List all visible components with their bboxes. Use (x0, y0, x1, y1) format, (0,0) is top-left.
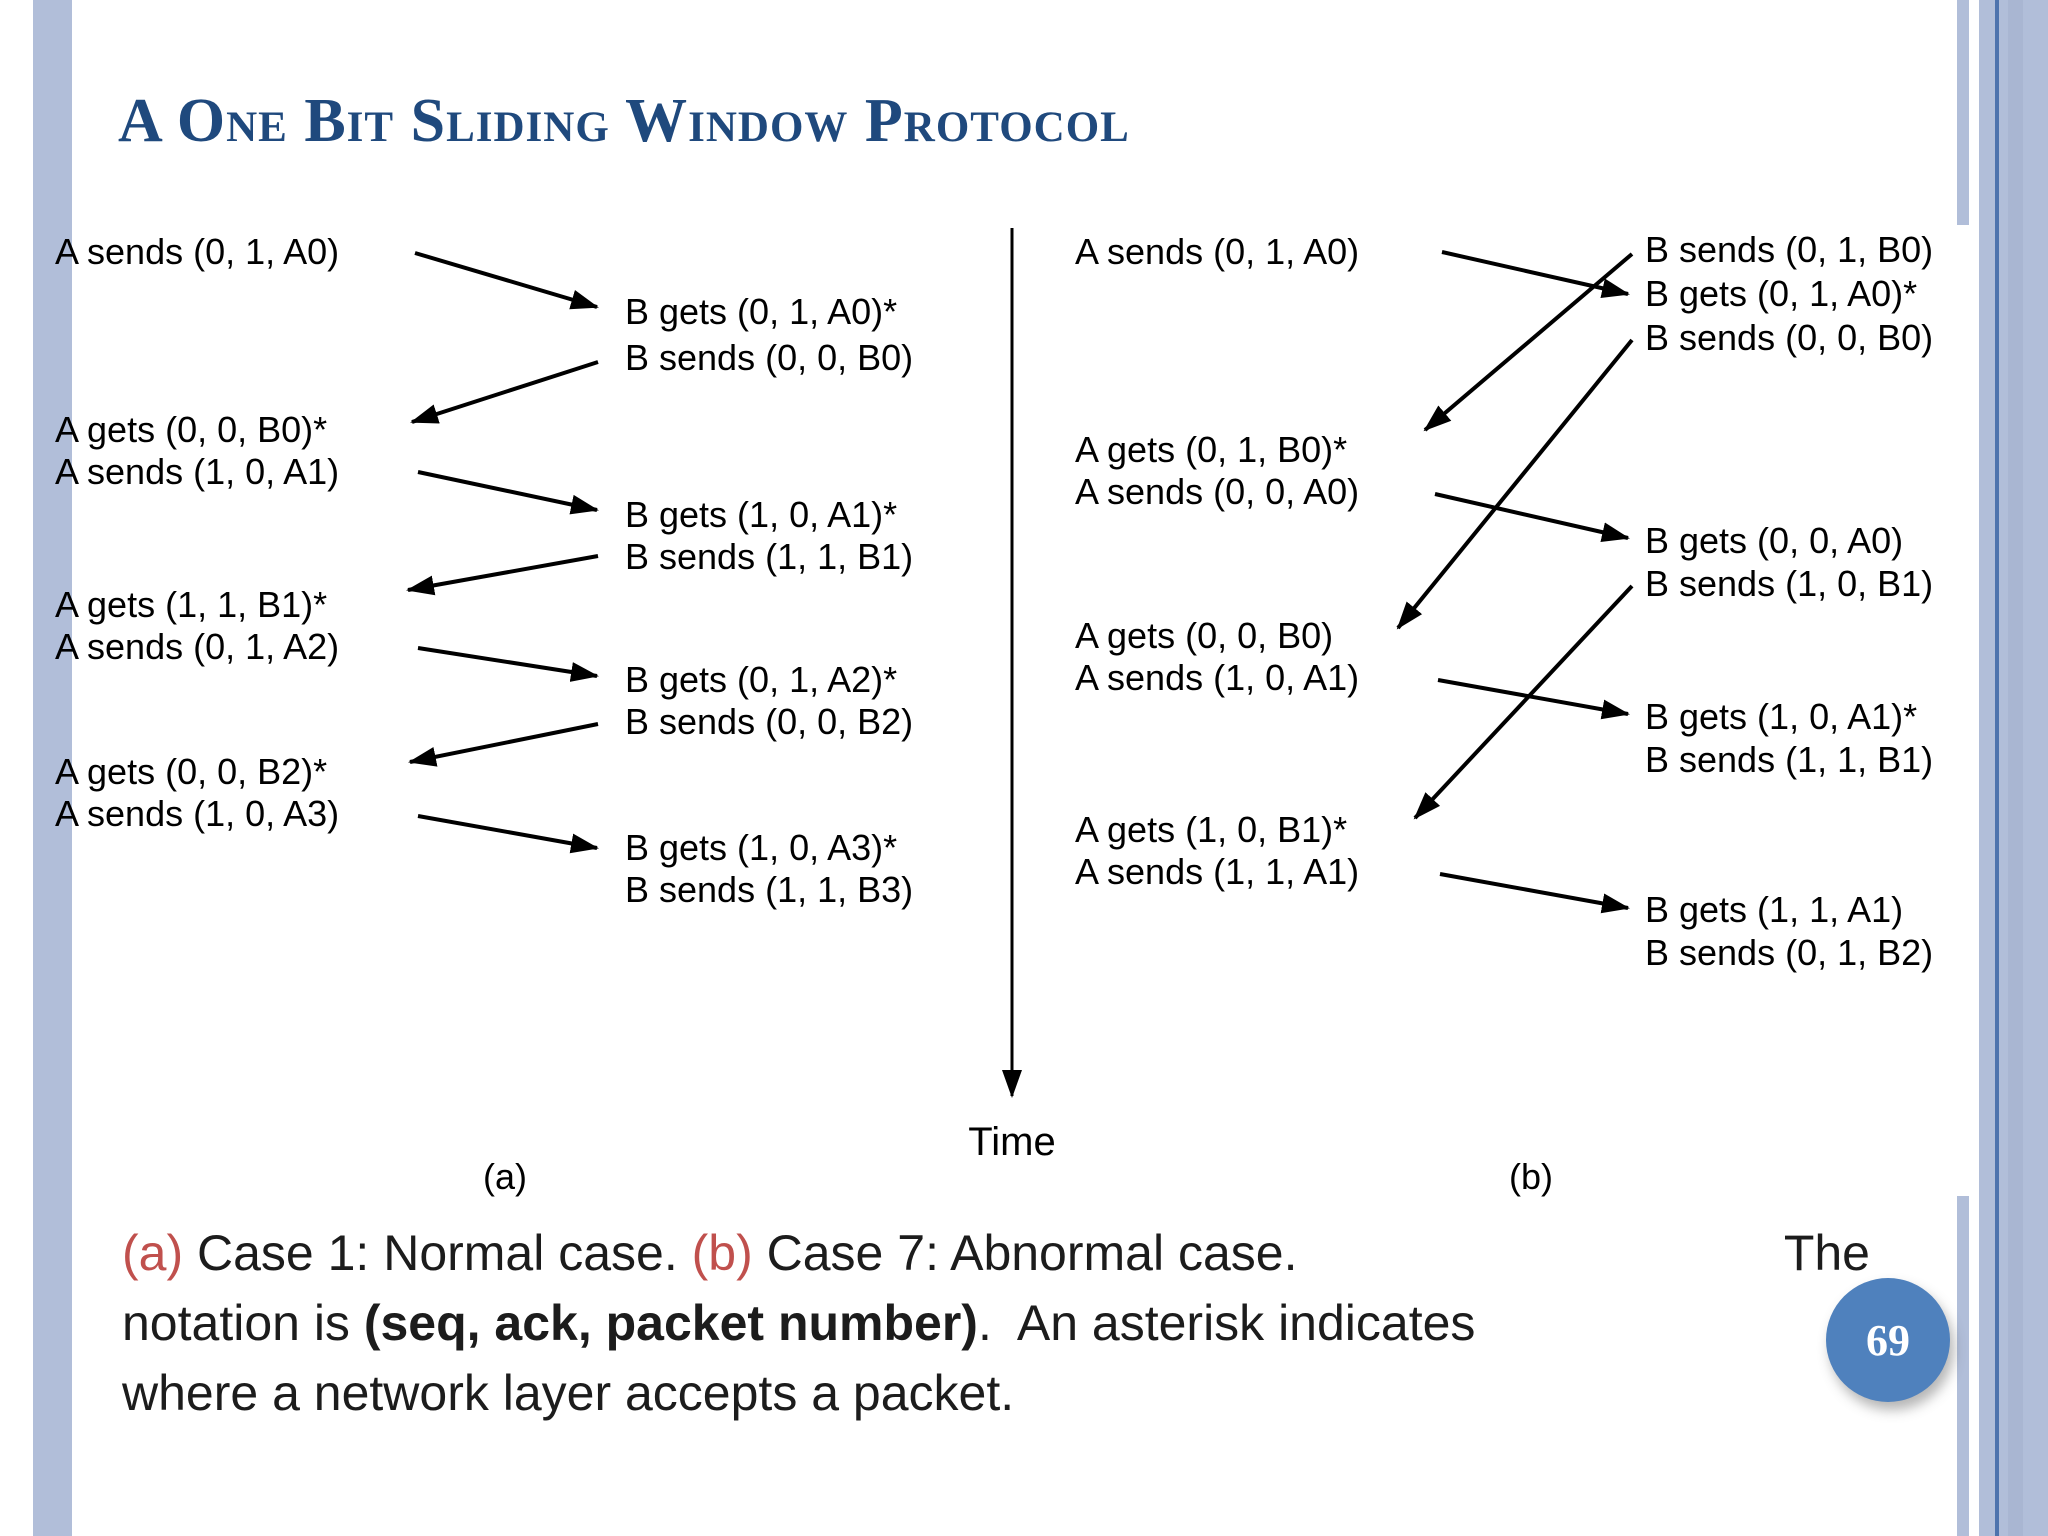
protocol-event: B gets (0, 1, A0)* (625, 291, 898, 332)
caption-line-1-tail: The (1783, 1225, 1870, 1281)
protocol-event: A sends (0, 1, A0) (55, 231, 340, 272)
protocol-event: A gets (1, 1, B1)* (55, 584, 328, 625)
message-arrow (1413, 584, 1634, 820)
diagram-a-label: (a) (483, 1156, 527, 1197)
protocol-event: B sends (1, 1, B1) (1645, 739, 1934, 780)
protocol-event: B sends (0, 1, B2) (1645, 932, 1934, 973)
caption-a-text: Case 1: Normal case. (183, 1225, 692, 1281)
protocol-event: A sends (1, 0, A3) (55, 793, 340, 834)
protocol-event: B sends (1, 0, B1) (1645, 563, 1934, 604)
protocol-event: B sends (0, 0, B0) (1645, 317, 1934, 358)
page-number: 69 (1866, 1315, 1910, 1365)
protocol-event: A sends (1, 0, A1) (55, 451, 340, 492)
message-arrow (1441, 250, 1630, 299)
protocol-event: A sends (0, 0, A0) (1075, 471, 1360, 512)
protocol-event: B gets (0, 1, A2)* (625, 659, 898, 700)
caption-line-3: where a network layer accepts a packet. (122, 1358, 1870, 1428)
message-arrow (1439, 872, 1630, 914)
left-accent-stripe (33, 0, 72, 1536)
protocol-event: B sends (0, 0, B2) (625, 701, 914, 742)
protocol-event: B sends (1, 1, B1) (625, 536, 914, 577)
protocol-event: A gets (0, 0, B2)* (55, 751, 328, 792)
protocol-event: B gets (1, 0, A3)* (625, 827, 898, 868)
caption-a-marker: (a) (122, 1225, 184, 1281)
protocol-event: A gets (0, 0, B0)* (55, 409, 328, 450)
protocol-event: A sends (0, 1, A2) (55, 626, 340, 667)
message-arrow (1423, 252, 1634, 432)
caption: (a) Case 1: Normal case. (b) Case 7: Abn… (122, 1218, 1870, 1428)
right-thin-stripe-bottom (1957, 1196, 1969, 1536)
protocol-event: A gets (0, 0, B0) (1075, 615, 1334, 656)
protocol-event: B gets (1, 1, A1) (1645, 889, 1904, 930)
caption-notation-bold: (seq, ack, packet number) (363, 1295, 978, 1351)
page-number-badge: 69 (1826, 1278, 1950, 1402)
protocol-event: A gets (1, 0, B1)* (1075, 809, 1348, 850)
page-title: A One Bit Sliding Window Protocol (118, 86, 1130, 155)
message-arrow (406, 554, 599, 596)
caption-line-1-left: (a) Case 1: Normal case. (b) Case 7: Abn… (122, 1218, 1297, 1288)
message-arrow (417, 470, 599, 515)
message-arrow (1437, 678, 1630, 720)
right-band-dark-line (1995, 0, 1999, 1536)
protocol-event: B sends (0, 0, B0) (625, 337, 914, 378)
protocol-event: B gets (1, 0, A1)* (1645, 696, 1918, 737)
protocol-event: A sends (0, 1, A0) (1075, 231, 1360, 272)
protocol-event: B gets (0, 0, A0) (1645, 520, 1904, 561)
message-arrow (1434, 492, 1630, 542)
caption-line-1: (a) Case 1: Normal case. (b) Case 7: Abn… (122, 1218, 1870, 1288)
right-band-mid-stripe (2008, 0, 2023, 1536)
protocol-event: B gets (0, 1, A0)* (1645, 273, 1918, 314)
message-arrow (1396, 338, 1634, 630)
protocol-event: B sends (0, 1, B0) (1645, 229, 1934, 270)
protocol-event: A gets (0, 1, B0)* (1075, 429, 1348, 470)
diagram-b-label: (b) (1509, 1156, 1553, 1197)
caption-asterisk-text: where a network layer accepts a packet. (122, 1365, 1015, 1421)
protocol-event: B gets (1, 0, A1)* (625, 494, 898, 535)
caption-line-2: notation is (seq, ack, packet number). A… (122, 1288, 1870, 1358)
caption-b-marker: (b) (691, 1225, 753, 1281)
protocol-event: A sends (1, 0, A1) (1075, 657, 1360, 698)
protocol-event: A sends (1, 1, A1) (1075, 851, 1360, 892)
caption-b-text: Case 7: Abnormal case. (752, 1225, 1298, 1281)
message-arrow (408, 722, 599, 767)
right-accent-band (1979, 0, 2048, 1536)
protocol-event: B sends (1, 1, B3) (625, 869, 914, 910)
caption-notation-pre: notation is (122, 1295, 364, 1351)
message-arrow (417, 814, 599, 854)
message-arrow (410, 360, 599, 424)
message-arrow (414, 251, 599, 310)
time-axis-label: Time (968, 1120, 1056, 1164)
message-arrow (417, 646, 599, 682)
right-thin-stripe-top (1957, 0, 1969, 225)
caption-notation-post: . An asterisk indicates (977, 1295, 1476, 1351)
